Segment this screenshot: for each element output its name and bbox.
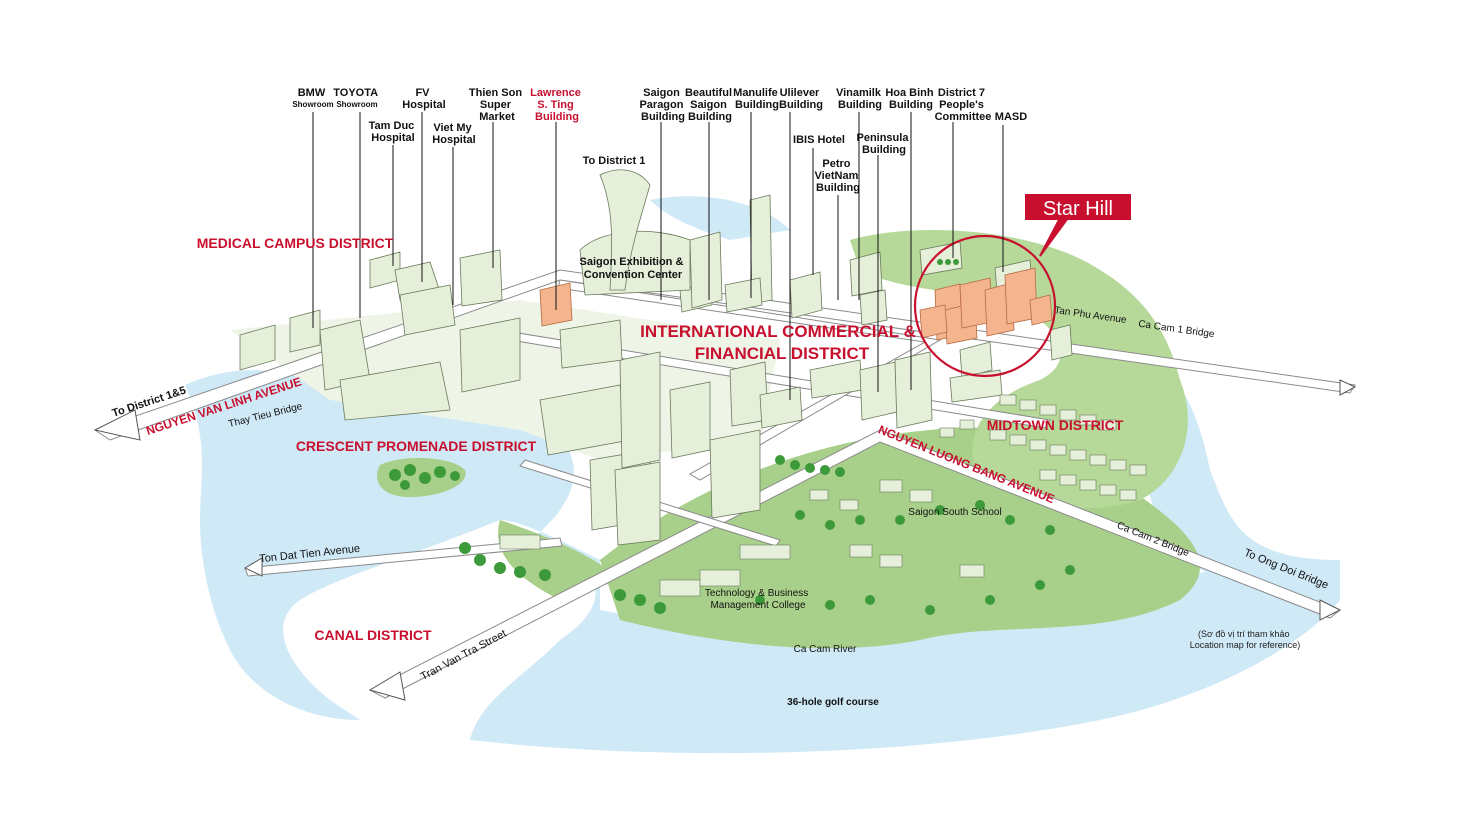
crescent-district-label: CRESCENT PROMENADE DISTRICT: [296, 438, 537, 454]
ton-dat-tien-road: [244, 537, 563, 577]
manulife-label: Manulife Building: [733, 87, 781, 111]
unilever-label: Ulilever Building: [779, 87, 823, 111]
thien-son-label: Thien Son Super Market: [469, 87, 525, 123]
midtown-houses: [499, 394, 1147, 597]
petro-label: Petro VietNam Building: [815, 158, 862, 194]
star-hill-cluster: Star Hill: [539, 194, 1131, 378]
midtown-district-label: MIDTOWN DISTRICT: [987, 417, 1124, 433]
toyota-label: TOYOTA Showroom: [333, 87, 380, 109]
ibis-label: IBIS Hotel: [793, 134, 845, 146]
district-labels: MEDICAL CAMPUS DISTRICT INTERNATIONAL CO…: [197, 235, 1124, 643]
canal-district-label: CANAL DISTRICT: [314, 627, 432, 643]
to-district-1-label: To District 1: [583, 155, 646, 167]
tran-van-tra-label: Tran Van Tra Street: [419, 628, 509, 683]
tam-duc-label: Tam Duc Hospital: [369, 120, 418, 144]
intl-district-line2: FINANCIAL DISTRICT: [695, 344, 870, 363]
location-note: (Sơ đồ vị trí tham khảo Location map for…: [1190, 629, 1301, 650]
beautiful-saigon-label: Beautiful Saigon Building: [685, 87, 735, 123]
buildings: [239, 169, 1073, 546]
medical-campus-district-label: MEDICAL CAMPUS DISTRICT: [197, 235, 394, 251]
lawrence-label: Lawrence S. Ting Building: [530, 87, 584, 123]
masd-label: MASD: [995, 111, 1027, 123]
ca-cam-river-label: Ca Cam River: [794, 644, 857, 655]
nguyen-luong-bang-road: [368, 429, 1341, 699]
peninsula-label: Peninsula Building: [856, 132, 911, 156]
district7-label: District 7 People's Committee: [935, 87, 992, 123]
tech-college-label: Technology & Business Management College: [705, 588, 811, 611]
viet-my-label: Viet My Hospital: [432, 122, 475, 146]
star-hill-label: Star Hill: [1043, 198, 1113, 220]
vinamilk-label: Vinamilk Building: [836, 87, 884, 111]
saigon-south-school-label: Saigon South School: [908, 507, 1001, 518]
road-arrows: [93, 379, 1357, 701]
saigon-paragon-label: Saigon Paragon Building: [639, 87, 686, 123]
trees: [389, 259, 1075, 615]
intl-district-line1: INTERNATIONAL COMMERCIAL &: [640, 322, 916, 341]
star-hill-label-bg: [1025, 194, 1131, 220]
landmark-labels: BMW Showroom TOYOTA Showroom Tam Duc Hos…: [292, 87, 1300, 708]
leader-lines: [312, 112, 1004, 400]
star-hill-circle: [913, 234, 1057, 378]
bmw-label: BMW Showroom: [292, 87, 333, 109]
fv-label: FV Hospital: [402, 87, 445, 111]
golf-label: 36-hole golf course: [787, 697, 879, 708]
hoa-binh-label: Hoa Binh Building: [885, 87, 936, 111]
exhibition-label: Saigon Exhibition & Convention Center: [580, 256, 687, 281]
